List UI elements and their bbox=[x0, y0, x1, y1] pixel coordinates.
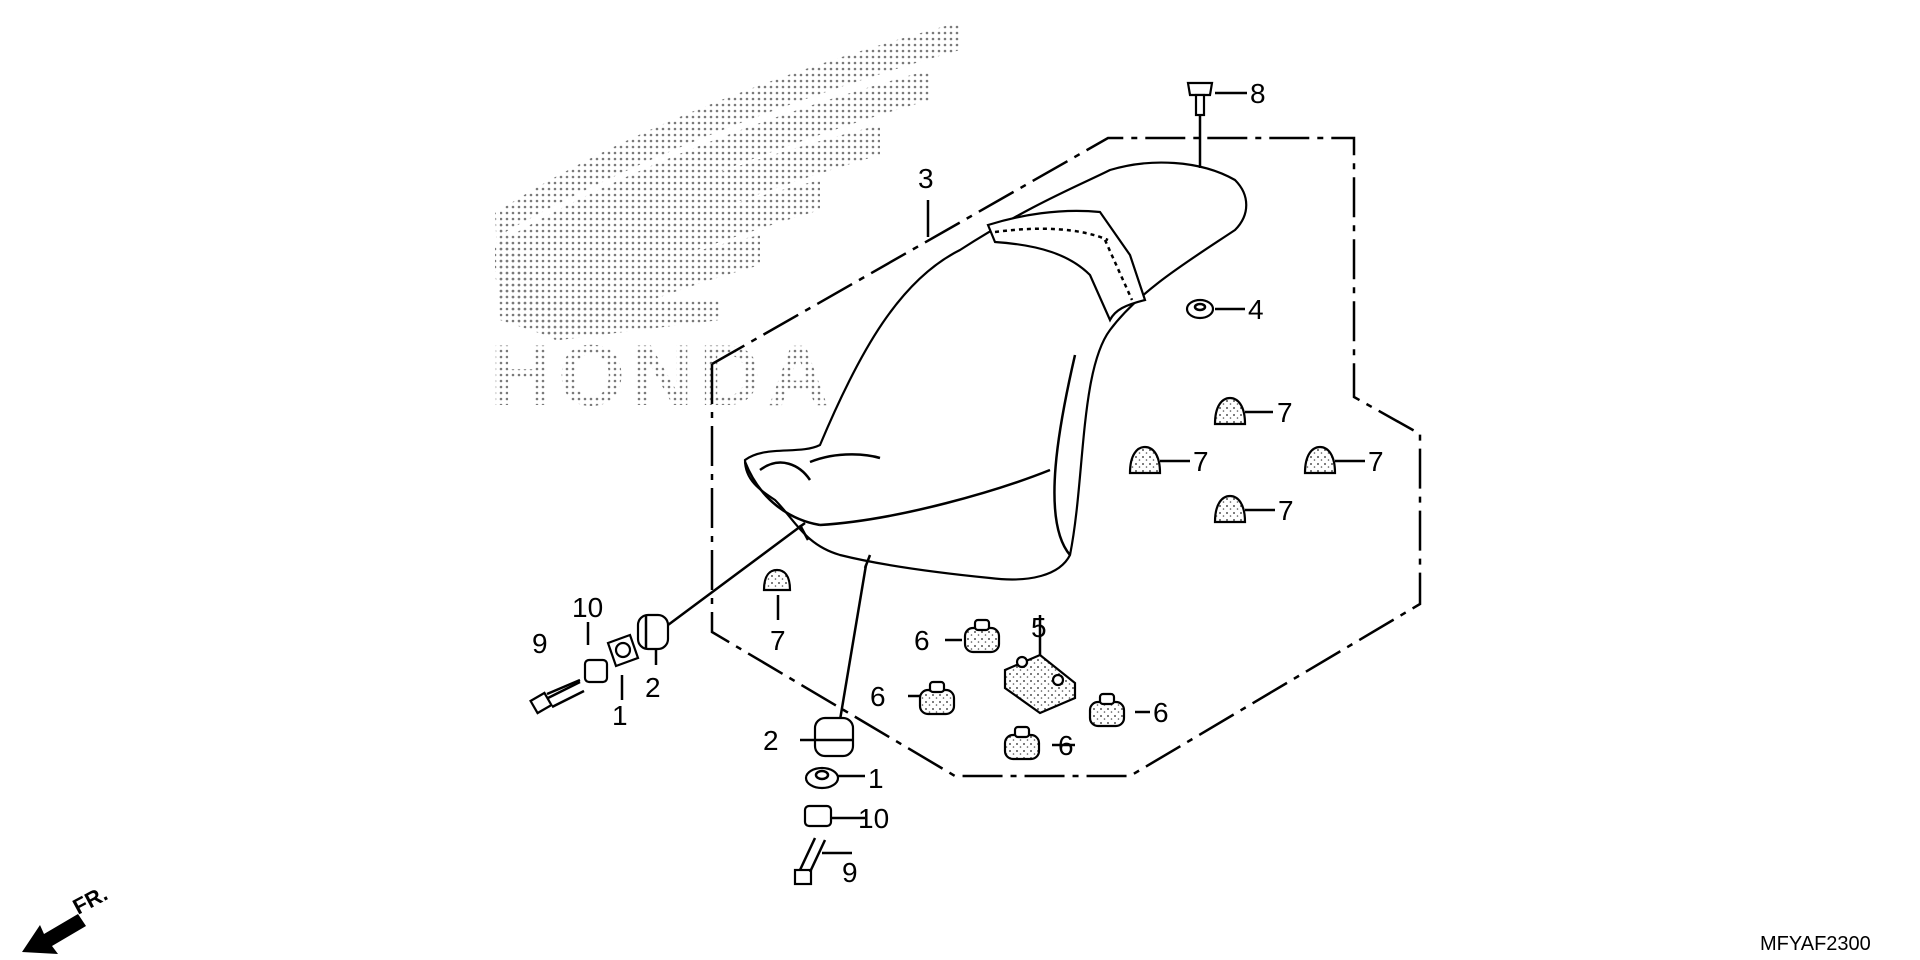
part-10-washer-bottom bbox=[803, 804, 833, 828]
callout-5: 5 bbox=[1031, 612, 1047, 643]
callout-9-bottom: 9 bbox=[842, 857, 858, 888]
part-6-cushion-b bbox=[918, 680, 956, 716]
part-7-rubber-cushion-b bbox=[1128, 445, 1162, 475]
callouts: 8 3 4 7 7 7 7 7 5 6 6 6 6 9 10 1 2 2 1 1… bbox=[532, 78, 1384, 888]
part-1-collar-left bbox=[606, 633, 640, 668]
callout-7-c: 7 bbox=[1368, 446, 1384, 477]
callout-10-bottom: 10 bbox=[858, 803, 889, 834]
honda-wing-logo: HONDA bbox=[490, 22, 960, 424]
part-9-bolt-bottom bbox=[793, 837, 827, 886]
part-10-washer-left bbox=[583, 658, 609, 684]
seat bbox=[743, 161, 1248, 581]
callout-6-b: 6 bbox=[870, 681, 886, 712]
callout-7-b: 7 bbox=[1193, 446, 1209, 477]
callout-7-a: 7 bbox=[1277, 397, 1293, 428]
callout-4: 4 bbox=[1248, 294, 1264, 325]
part-2-rubber-mount-bottom bbox=[813, 716, 855, 758]
callout-8: 8 bbox=[1250, 78, 1266, 109]
part-8-bolt bbox=[1186, 81, 1214, 117]
callout-1-bottom: 1 bbox=[868, 763, 884, 794]
callout-1-left: 1 bbox=[612, 700, 628, 731]
part-5-rubber-block bbox=[1003, 653, 1077, 715]
direction-label: FR. bbox=[69, 881, 112, 920]
front-direction-indicator: FR. bbox=[22, 881, 112, 954]
callout-7-d: 7 bbox=[1278, 495, 1294, 526]
callout-2-left: 2 bbox=[645, 672, 661, 703]
honda-watermark-text: HONDA bbox=[490, 328, 835, 424]
callout-6-c: 6 bbox=[1153, 697, 1169, 728]
assembly-boundary bbox=[710, 136, 1422, 778]
callout-10-left: 10 bbox=[572, 592, 603, 623]
part-6-cushion-c bbox=[1088, 692, 1126, 728]
callout-6-d: 6 bbox=[1058, 730, 1074, 761]
part-9-bolt-left bbox=[529, 680, 585, 715]
callout-3: 3 bbox=[918, 163, 934, 194]
callout-2-bottom: 2 bbox=[763, 725, 779, 756]
part-7-rubber-cushion-c bbox=[1303, 445, 1337, 475]
part-6-cushion-d bbox=[1003, 725, 1041, 761]
part-7-rubber-cushion-e bbox=[762, 568, 792, 592]
drawing-code: MFYAF2300 bbox=[1760, 933, 1871, 955]
part-7-rubber-cushion-a bbox=[1213, 396, 1247, 426]
part-6-cushion-a bbox=[963, 618, 1001, 654]
callout-9-left: 9 bbox=[532, 628, 548, 659]
part-7-rubber-cushion-d bbox=[1213, 494, 1247, 524]
part-1-collar-bottom bbox=[804, 766, 840, 790]
front-arrow-icon bbox=[22, 914, 86, 954]
callout-6-a: 6 bbox=[914, 625, 930, 656]
part-2-rubber-mount-left bbox=[636, 613, 670, 651]
part-4-grommet bbox=[1185, 298, 1215, 320]
leader-lines bbox=[546, 91, 1365, 855]
callout-7-e: 7 bbox=[770, 625, 786, 656]
